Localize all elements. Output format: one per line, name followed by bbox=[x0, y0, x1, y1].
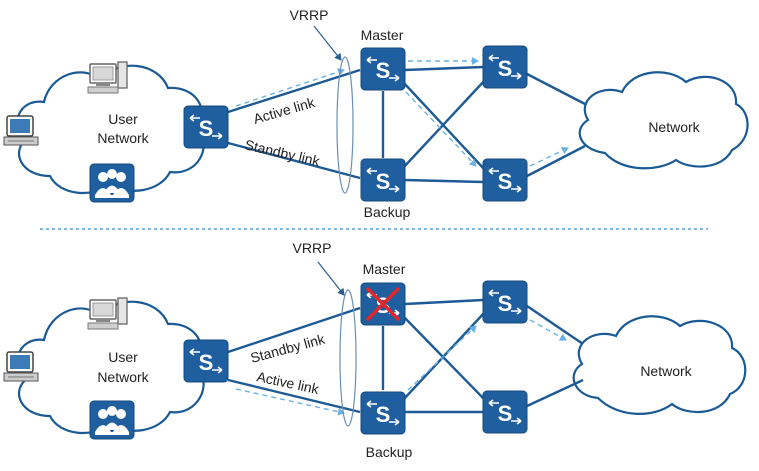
traffic-flow-arrow bbox=[407, 325, 477, 391]
user-group-icon bbox=[89, 163, 135, 203]
vrrp-pointer-arrow bbox=[313, 25, 342, 61]
bottom-panel: VRRP Master Backup User Network Network … bbox=[3, 240, 747, 460]
user-network-label-line1: User bbox=[108, 349, 138, 365]
top-panel: VRRP Master Backup User Network Network … bbox=[3, 7, 749, 220]
standby-link-label: Standby link bbox=[243, 136, 322, 169]
user-network-label-line2: Network bbox=[97, 369, 149, 385]
vrrp-label: VRRP bbox=[293, 240, 332, 256]
link-backup-sw2 bbox=[404, 178, 484, 184]
master-label: Master bbox=[361, 27, 404, 43]
switch-icon bbox=[482, 45, 528, 89]
standby-link-label: Standby link bbox=[249, 330, 328, 365]
active-link-line bbox=[227, 68, 361, 114]
link-master-sw2 bbox=[402, 315, 486, 401]
link-master-sw1 bbox=[404, 65, 484, 72]
active-link-label: Active link bbox=[251, 94, 317, 127]
switch-icon bbox=[482, 390, 528, 434]
switch-icon bbox=[183, 105, 229, 149]
link-backup-sw1 bbox=[402, 79, 486, 169]
traffic-flow-arrow bbox=[529, 319, 567, 341]
link-master-sw2 bbox=[402, 81, 486, 171]
terminal-icon bbox=[3, 115, 39, 146]
network-label: Network bbox=[648, 119, 700, 135]
vrrp-group-ellipse bbox=[339, 289, 357, 427]
pc-icon bbox=[87, 297, 128, 330]
switch-icon bbox=[360, 158, 406, 202]
traffic-flow-arrow bbox=[529, 146, 569, 167]
vrrp-group-ellipse bbox=[336, 56, 354, 194]
network-label: Network bbox=[640, 363, 692, 379]
switch-icon bbox=[482, 158, 528, 202]
vrrp-pointer-arrow bbox=[317, 261, 345, 296]
network-cloud-top bbox=[578, 71, 749, 170]
switch-icon bbox=[482, 280, 528, 324]
traffic-flow-arrow bbox=[235, 388, 345, 416]
traffic-flow-arrow bbox=[235, 68, 345, 107]
link-sw1-network bbox=[526, 72, 586, 106]
link-master-sw1 bbox=[404, 298, 484, 306]
master-label: Master bbox=[363, 261, 406, 277]
switch-icon bbox=[183, 339, 229, 383]
user-network-label-line2: Network bbox=[97, 130, 149, 146]
traffic-flow-arrow bbox=[405, 91, 477, 167]
vrrp-label: VRRP bbox=[290, 7, 329, 23]
link-sw1-network bbox=[526, 305, 584, 345]
user-network-label-line1: User bbox=[108, 111, 138, 127]
switch-icon bbox=[360, 47, 406, 91]
active-link-label: Active link bbox=[255, 368, 321, 397]
standby-link-line bbox=[227, 141, 361, 180]
standby-link-line bbox=[227, 306, 361, 354]
terminal-icon bbox=[3, 351, 39, 382]
network-cloud-bottom bbox=[572, 315, 747, 415]
active-link-line bbox=[227, 378, 361, 414]
link-sw2-network bbox=[526, 144, 586, 178]
user-group-icon bbox=[89, 400, 135, 440]
link-sw2-network bbox=[526, 378, 584, 408]
switch-icon bbox=[360, 391, 406, 435]
backup-label: Backup bbox=[366, 444, 413, 460]
fault-cross-icon bbox=[366, 287, 400, 321]
pc-icon bbox=[87, 61, 128, 94]
backup-label: Backup bbox=[364, 204, 411, 220]
